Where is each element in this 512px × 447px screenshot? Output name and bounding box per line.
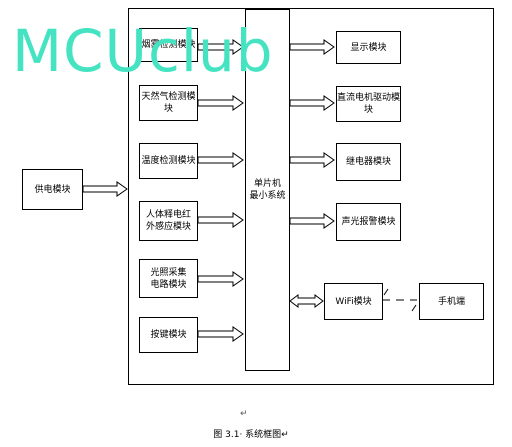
arrow-key-to-mcu (197, 326, 244, 342)
gas-detection-module: 天然气检测模块 (139, 85, 198, 121)
arrow-light-to-mcu (197, 271, 244, 287)
sound-light-alarm-module: 声光报警模块 (336, 203, 401, 241)
wifi-module: WiFi模块 (324, 283, 383, 320)
mcu-minimum-system: 单片机 最小系统 (245, 9, 290, 371)
arrow-temp-to-mcu (197, 152, 244, 168)
dc-motor-driver-module: 直流电机驱动模块 (336, 86, 401, 122)
wireless-link (383, 288, 417, 312)
display-module: 显示模块 (336, 31, 401, 64)
output-arrows (289, 39, 335, 229)
temperature-detection-module: 温度检测模块 (139, 143, 198, 179)
arrow-gas-to-mcu (197, 95, 244, 111)
arrow-smoke-to-mcu (197, 39, 244, 55)
arrow-mcu-to-relay (289, 152, 335, 168)
arrow-mcu-wifi-bidirectional (289, 294, 324, 308)
input-arrows (197, 39, 244, 342)
arrow-mcu-to-motor (289, 95, 335, 111)
system-frame (128, 8, 494, 385)
light-sensor-module: 光照采集 电路模块 (139, 259, 198, 298)
arrow-mcu-to-alarm (289, 213, 335, 229)
key-module: 按键模块 (139, 317, 198, 353)
mcuclub-watermark: MCUclub (12, 17, 274, 85)
arrow-power-to-frame (82, 181, 128, 197)
phone-client: 手机端 (419, 283, 484, 320)
smoke-detection-module: 烟雾检测模块 (139, 28, 198, 62)
pir-infrared-module: 人体释电红 外感应模块 (139, 201, 198, 241)
figure-caption: 图 3.1· 系统框图↵ (213, 430, 289, 440)
caption-return-mark: ↵ (240, 409, 248, 419)
power-supply-module: 供电模块 (22, 169, 83, 210)
relay-module: 继电器模块 (336, 143, 401, 181)
arrow-pir-to-mcu (197, 212, 244, 228)
arrow-mcu-to-display (289, 39, 335, 55)
